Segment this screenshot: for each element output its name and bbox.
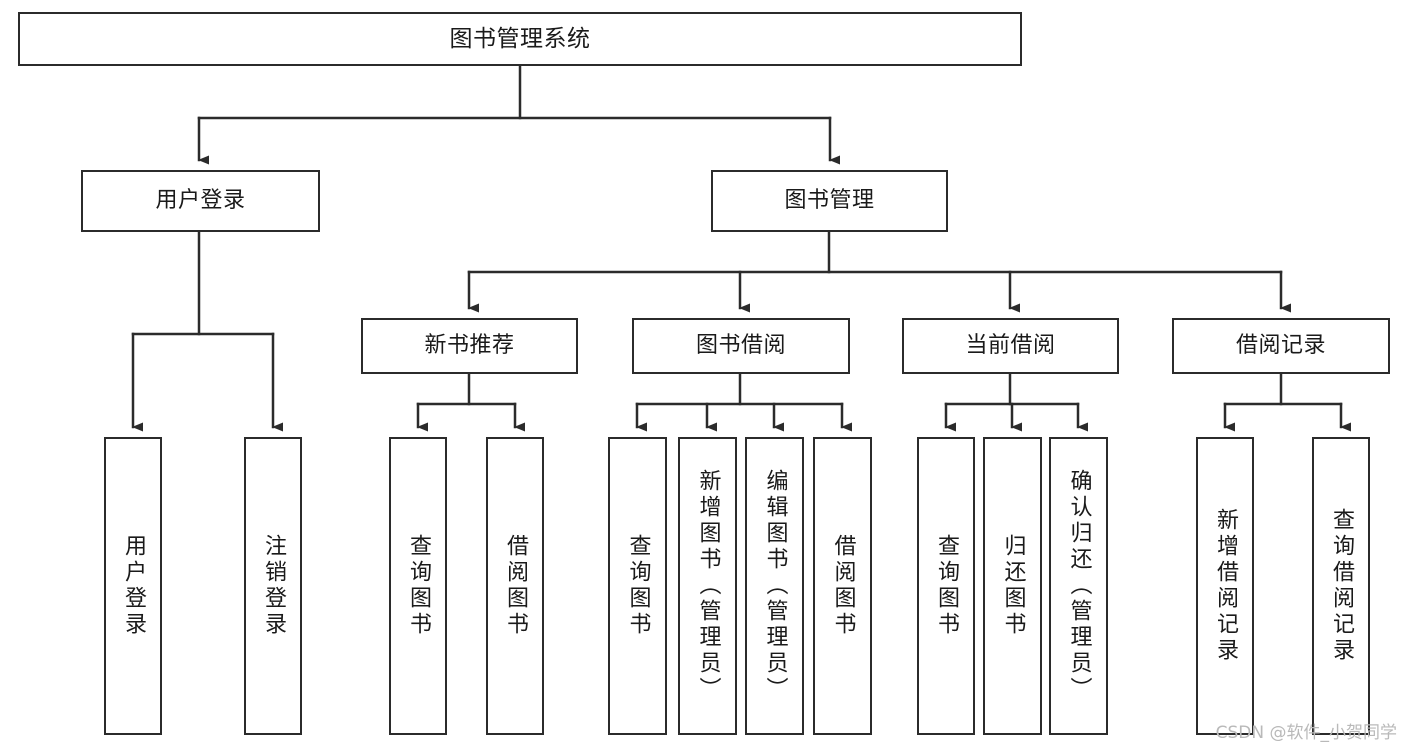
leaf-records-add-record[interactable]: 新增借阅记录 [1196, 437, 1254, 735]
leaf-newbook-query-book-label: 查询图书 [406, 534, 431, 638]
leaf-logout-label: 注销登录 [261, 534, 286, 638]
leaf-records-query-record[interactable]: 查询借阅记录 [1312, 437, 1370, 735]
leaf-current-return-book[interactable]: 归还图书 [983, 437, 1042, 735]
node-book-management[interactable]: 图书管理 [711, 170, 948, 232]
leaf-borrow-add-book-admin[interactable]: 新增图书（管理员） [678, 437, 737, 735]
leaf-user-login[interactable]: 用户登录 [104, 437, 162, 735]
leaf-borrow-borrow-book-label: 借阅图书 [830, 534, 856, 638]
node-borrow-records-label: 借阅记录 [1235, 333, 1326, 359]
leaf-borrow-add-book-admin-label: 新增图书（管理员） [695, 469, 721, 703]
node-current-borrow-label: 当前借阅 [965, 333, 1056, 359]
leaf-borrow-borrow-book[interactable]: 借阅图书 [813, 437, 872, 735]
leaf-borrow-query-book[interactable]: 查询图书 [608, 437, 667, 735]
node-book-borrow-label: 图书借阅 [695, 333, 786, 359]
node-current-borrow[interactable]: 当前借阅 [902, 318, 1119, 374]
leaf-records-query-record-label: 查询借阅记录 [1329, 508, 1354, 664]
leaf-records-add-record-label: 新增借阅记录 [1213, 508, 1238, 664]
node-new-book-recommend-label: 新书推荐 [424, 333, 515, 359]
leaf-logout[interactable]: 注销登录 [244, 437, 302, 735]
node-book-borrow[interactable]: 图书借阅 [632, 318, 850, 374]
leaf-borrow-query-book-label: 查询图书 [625, 534, 651, 638]
watermark-text: CSDN @软件_小贺同学 [1215, 723, 1397, 743]
node-new-book-recommend[interactable]: 新书推荐 [361, 318, 578, 374]
leaf-borrow-edit-book-admin[interactable]: 编辑图书（管理员） [745, 437, 804, 735]
leaf-current-query-book[interactable]: 查询图书 [917, 437, 975, 735]
node-root-label: 图书管理系统 [449, 25, 591, 52]
node-user-login[interactable]: 用户登录 [81, 170, 320, 232]
leaf-newbook-borrow-book[interactable]: 借阅图书 [486, 437, 544, 735]
leaf-user-login-label: 用户登录 [121, 534, 146, 638]
leaf-newbook-borrow-book-label: 借阅图书 [503, 534, 528, 638]
node-borrow-records[interactable]: 借阅记录 [1172, 318, 1390, 374]
leaf-current-confirm-return-admin-label: 确认归还（管理员） [1066, 469, 1092, 703]
leaf-borrow-edit-book-admin-label: 编辑图书（管理员） [762, 469, 788, 703]
leaf-current-query-book-label: 查询图书 [934, 534, 959, 638]
node-user-login-label: 用户登录 [155, 188, 246, 214]
node-book-management-label: 图书管理 [784, 188, 875, 214]
leaf-current-confirm-return-admin[interactable]: 确认归还（管理员） [1049, 437, 1108, 735]
leaf-newbook-query-book[interactable]: 查询图书 [389, 437, 447, 735]
leaf-current-return-book-label: 归还图书 [1000, 534, 1026, 638]
node-root[interactable]: 图书管理系统 [18, 12, 1022, 66]
